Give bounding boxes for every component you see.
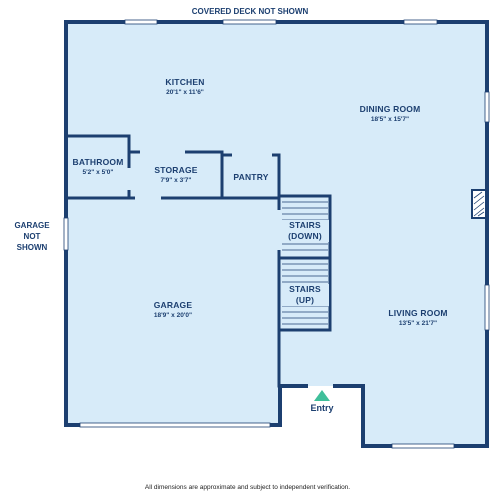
garage-dims: 18'9" x 20'0" [153, 312, 193, 319]
kitchen-dims: 20'1" x 11'6" [166, 89, 204, 96]
storage-label: STORAGE 7'9" x 3'7" [130, 165, 222, 185]
fireplace-hatch [473, 191, 485, 217]
storage-name: STORAGE [154, 165, 198, 175]
stairs-up-line-1: STAIRS [289, 284, 321, 294]
stairs-up-label: STAIRS (UP) [281, 284, 329, 306]
dining-room-name: DINING ROOM [359, 104, 421, 114]
kitchen-name: KITCHEN [165, 77, 205, 87]
door-openings [127, 150, 282, 250]
stairs-down-label: STAIRS (DOWN) [281, 220, 329, 242]
garage-not-shown-note: GARAGE NOT SHOWN [2, 220, 62, 253]
stairs-down-line-2: (DOWN) [288, 231, 322, 241]
storage-dims: 7'9" x 3'7" [160, 177, 192, 184]
side-note-line-1: GARAGE [14, 221, 50, 230]
side-note-line-3: SHOWN [16, 243, 48, 252]
bathroom-name: BATHROOM [72, 157, 124, 167]
garage-label: GARAGE 18'9" x 20'0" [123, 300, 223, 320]
kitchen-label: KITCHEN 20'1" x 11'6" [135, 77, 235, 97]
pantry-name: PANTRY [233, 172, 269, 182]
dining-room-dims: 18'5" x 15'7" [370, 116, 410, 123]
living-room-dims: 13'5" x 21'7" [398, 320, 438, 327]
stairs-down-line-1: STAIRS [289, 220, 321, 230]
garage-name: GARAGE [153, 300, 193, 310]
entry-arrow-icon [314, 390, 330, 401]
bathroom-label: BATHROOM 5'2" x 5'0" [67, 157, 129, 177]
windows [63, 19, 490, 449]
floor-area [66, 22, 487, 446]
entry-label: Entry [310, 403, 334, 413]
stairs-up-line-2: (UP) [295, 295, 315, 305]
living-room-name: LIVING ROOM [388, 308, 448, 318]
pantry-label: PANTRY [223, 172, 279, 183]
covered-deck-note: COVERED DECK NOT SHOWN [191, 7, 309, 16]
living-room-label: LIVING ROOM 13'5" x 21'7" [368, 308, 468, 328]
bathroom-dims: 5'2" x 5'0" [82, 169, 114, 176]
side-note-line-2: NOT [23, 232, 41, 241]
dining-room-label: DINING ROOM 18'5" x 15'7" [340, 104, 440, 124]
disclaimer-footer: All dimensions are approximate and subje… [144, 484, 351, 491]
